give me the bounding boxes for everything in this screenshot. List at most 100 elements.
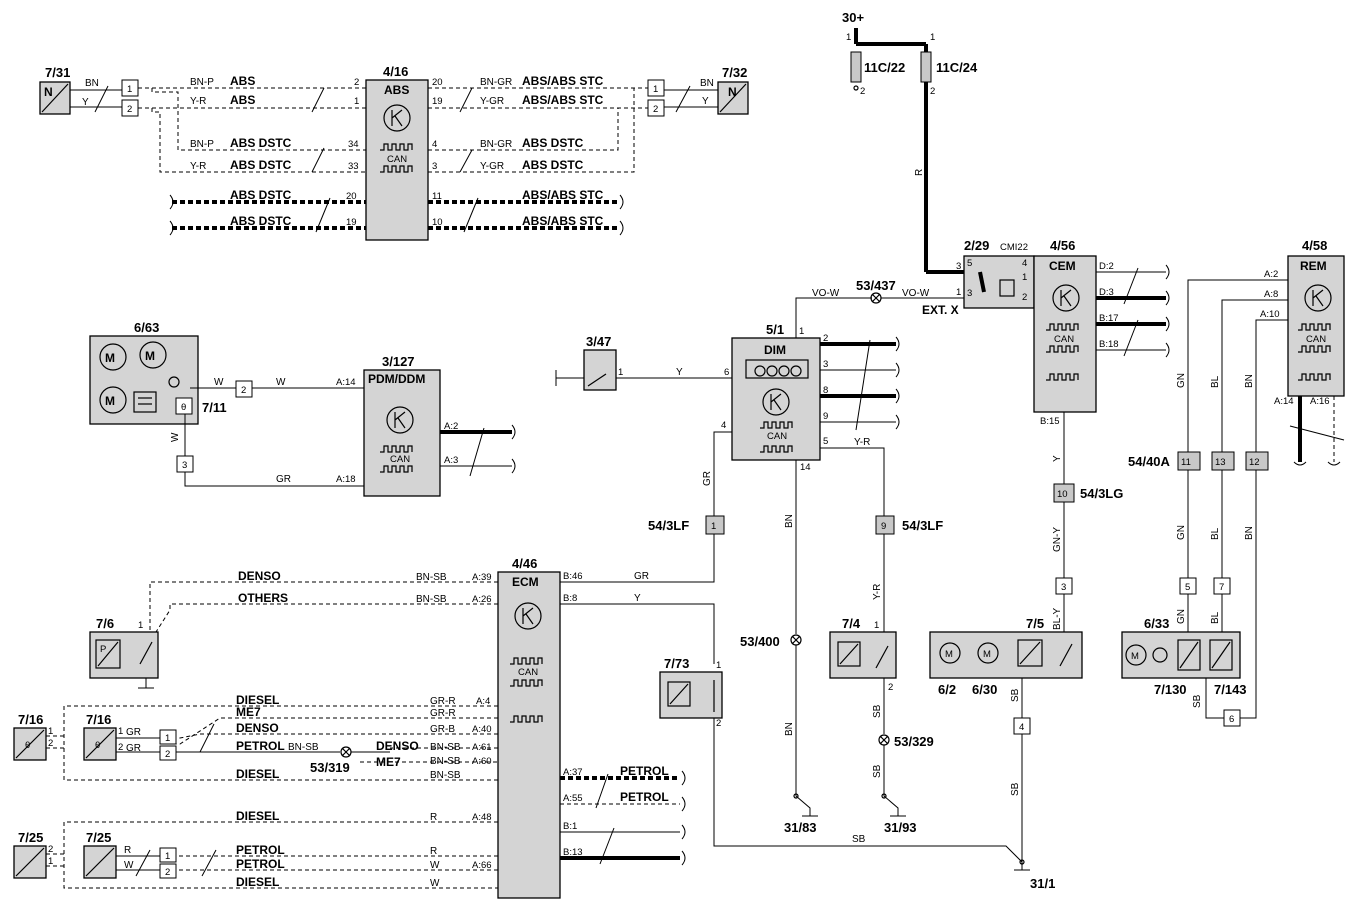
svg-text:A:16: A:16 [1310,396,1330,407]
svg-text:A:61: A:61 [472,742,492,753]
dim-module [731,337,821,461]
label-7-143: 7/143 [1214,682,1247,697]
svg-text:BN: BN [1244,526,1255,540]
svg-text:1: 1 [956,287,961,298]
sensor-7-31-n: N [44,85,53,99]
svg-text:R: R [914,169,925,176]
svg-text:BL: BL [1210,375,1221,388]
svg-text:BN-P: BN-P [190,139,214,150]
svg-text:Y: Y [702,96,709,107]
label-53-319: 53/319 [310,760,350,775]
svg-text:BN: BN [700,78,714,89]
svg-text:N: N [728,85,737,99]
svg-text:R: R [430,846,437,857]
svg-text:ABS DSTC: ABS DSTC [230,136,292,150]
label-54-40a: 54/40A [1128,454,1171,469]
svg-text:GR: GR [634,571,649,582]
svg-text:BL-Y: BL-Y [1052,607,1063,630]
svg-text:ME7: ME7 [236,705,261,719]
svg-text:Y-GR: Y-GR [480,96,504,107]
wire-y: Y [82,97,89,108]
cem-module-title: CEM [1049,259,1076,273]
label-7-16-b: 7/16 [86,712,111,727]
svg-text:VO-W: VO-W [902,288,930,299]
svg-text:BL: BL [1210,527,1221,540]
dim-module-title: DIM [764,343,786,357]
svg-text:1: 1 [874,620,879,631]
svg-text:1: 1 [618,367,623,378]
svg-text:Y-R: Y-R [190,161,206,172]
label-6-33: 6/33 [1144,616,1169,631]
svg-text:1: 1 [846,32,851,43]
svg-text:A:40: A:40 [472,724,492,735]
svg-text:ABS DSTC: ABS DSTC [230,158,292,172]
svg-text:A:10: A:10 [1260,309,1280,320]
switch-7-4 [829,631,897,679]
svg-text:1: 1 [127,84,132,95]
svg-text:W: W [124,860,134,871]
sensor-7-6 [89,631,159,679]
svg-text:A:14: A:14 [336,377,356,388]
abs-area: 7/31 N BN Y 1 2 BN-P ABS Y-R ABS 2 1 BN-… [39,64,749,241]
svg-text:θ: θ [25,740,30,751]
svg-text:PETROL: PETROL [236,739,285,753]
svg-text:B:46: B:46 [563,571,583,582]
svg-text:11: 11 [1181,457,1191,468]
label-54-3lf-b: 54/3LF [902,518,943,533]
svg-text:3: 3 [182,460,187,471]
svg-text:1: 1 [716,660,721,671]
svg-text:2: 2 [165,867,170,878]
svg-text:11: 11 [432,191,442,202]
rem-area: 4/58 REM CAN A:2 A:8 A:10 GN BL BN A:14 … [1128,238,1345,719]
ecm-module [497,571,561,899]
svg-text:ABS DSTC: ABS DSTC [230,188,292,202]
svg-text:SB: SB [852,834,866,845]
svg-text:ABS: ABS [230,74,255,88]
svg-text:B:1: B:1 [563,821,577,832]
svg-text:GR-B: GR-B [430,724,455,735]
svg-text:SB: SB [1010,782,1021,796]
svg-text:DIESEL: DIESEL [236,809,279,823]
svg-text:2: 2 [118,742,123,753]
svg-text:34: 34 [348,139,359,150]
svg-text:A:66: A:66 [472,860,492,871]
svg-text:Y-GR: Y-GR [480,161,504,172]
svg-text:P: P [100,644,106,655]
label-53-329: 53/329 [894,734,934,749]
svg-text:A:37: A:37 [563,767,583,778]
label-4-58: 4/58 [1302,238,1327,253]
svg-text:ABS DSTC: ABS DSTC [230,214,292,228]
label-7-4: 7/4 [842,616,861,631]
dim-area: 3/47 1 Y 6 5/1 DIM CAN 2 3 8 9 VO-W [555,278,966,634]
svg-text:9: 9 [881,521,886,532]
label-5-1: 5/1 [766,322,784,337]
svg-text:A:2: A:2 [444,421,458,432]
svg-text:2: 2 [241,385,246,396]
svg-text:ABS/ABS STC: ABS/ABS STC [522,74,604,88]
svg-text:BN-SB: BN-SB [430,756,461,767]
svg-text:1: 1 [118,726,123,737]
svg-text:M: M [983,649,991,660]
svg-text:CAN: CAN [767,431,787,442]
svg-text:3: 3 [432,161,437,172]
label-54-3lg: 54/3LG [1080,486,1123,501]
svg-text:20: 20 [346,191,357,202]
component-7-5 [929,631,1083,679]
svg-text:A:4: A:4 [476,696,490,707]
svg-text:BN-SB: BN-SB [288,742,319,753]
svg-text:2: 2 [716,718,721,729]
svg-text:6: 6 [724,367,729,378]
svg-text:4: 4 [432,139,437,150]
svg-text:B:15: B:15 [1040,416,1060,427]
svg-text:W: W [170,432,181,442]
svg-text:2: 2 [354,77,359,88]
svg-text:1: 1 [711,521,716,532]
svg-text:BN: BN [1244,374,1255,388]
svg-text:A:26: A:26 [472,594,492,605]
svg-text:B:8: B:8 [563,593,577,604]
svg-text:BN: BN [784,722,795,736]
label-7-31: 7/31 [45,65,70,80]
svg-text:5: 5 [967,258,972,269]
svg-text:2: 2 [48,738,53,749]
label-53-400: 53/400 [740,634,780,649]
